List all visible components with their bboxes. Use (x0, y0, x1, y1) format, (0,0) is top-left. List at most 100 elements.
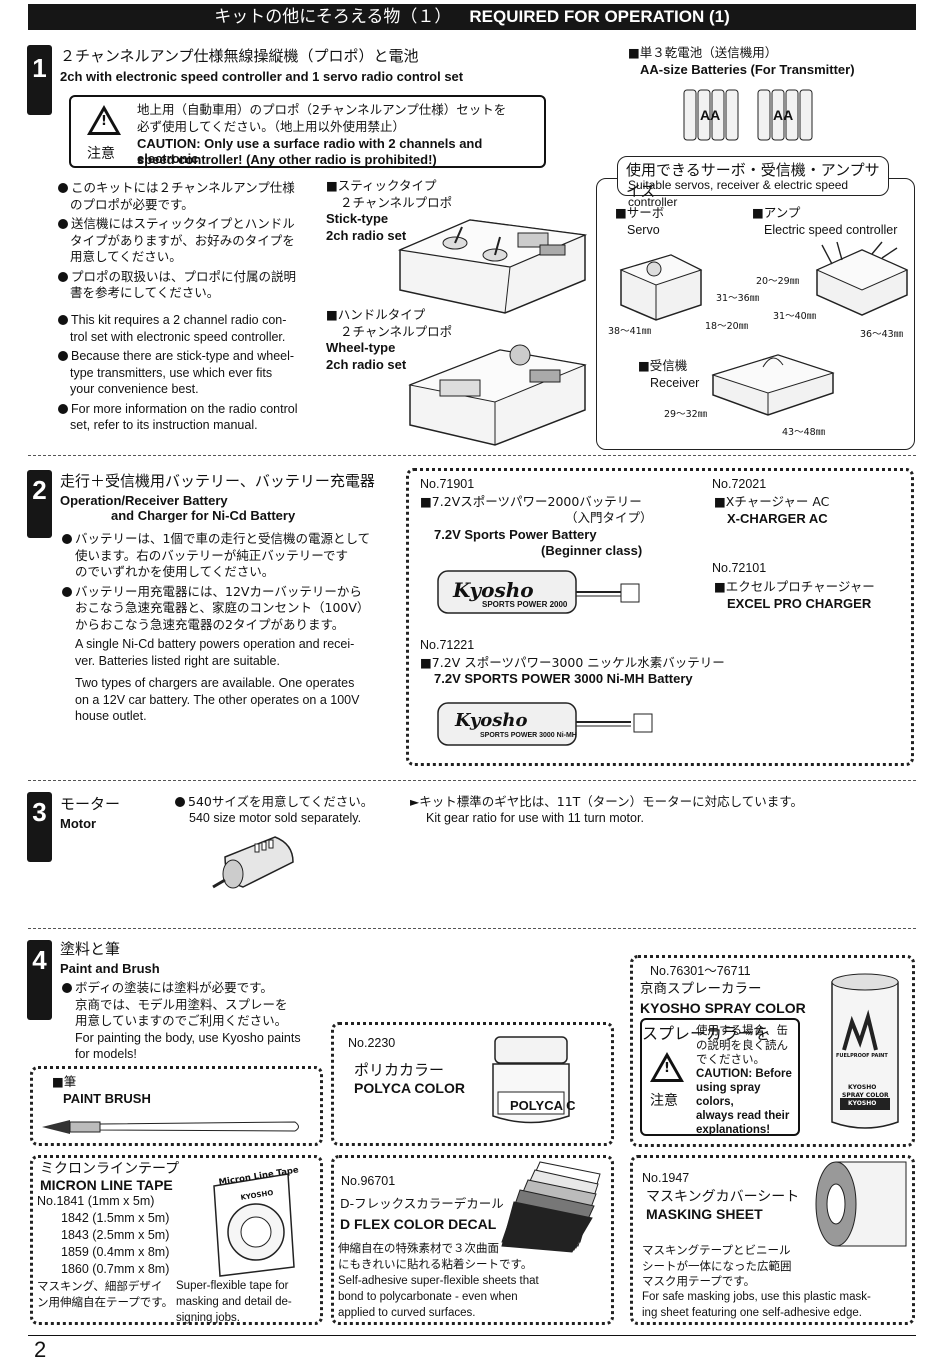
spray-can-label-2: KYOSHO (848, 1084, 877, 1091)
spray-can-illustration (831, 973, 899, 1129)
spray-caution-box: ! スプレーカラーを 注意 使用する場合、缶の説明を良く読んでください。 CAU… (640, 1018, 800, 1136)
brush-label-jp: ■筆 (52, 1074, 77, 1089)
mask-name-jp: マスキングカバーシート (646, 1189, 800, 1205)
section-3-title-en: Motor (60, 816, 97, 831)
decal-number: No.96701 (341, 1174, 396, 1188)
section-number-3: 3 (27, 792, 52, 862)
micron-tape-box (30, 1155, 323, 1325)
p2-name-jp: ■7.2V スポーツパワー3000 ニッケル水素バッテリー (420, 655, 725, 670)
decal-name-jp: D-フレックスカラーデカール (340, 1196, 504, 1211)
paint-brush-box (30, 1066, 323, 1146)
section-1-title-jp: ２チャンネルアンプ仕様無線操縦機（プロポ）と電池 (60, 47, 419, 65)
p1-name-jp: ■7.2Vスポーツパワー2000バッテリー (420, 494, 642, 509)
aa-battery-pack-1 (683, 89, 739, 141)
warning-icon: ! (650, 1052, 684, 1082)
spray-can-label-4: KYOSHO (848, 1100, 877, 1107)
aa-label-2: AA (773, 107, 794, 123)
polyca-color-box (331, 1022, 614, 1146)
micron-tape-illustration (213, 1173, 295, 1277)
section-number-1: 1 (27, 45, 52, 115)
page-number: 2 (34, 1337, 47, 1362)
polyca-jar-illustration (492, 1036, 570, 1124)
servo-illustration (619, 254, 703, 321)
s4-bullets: ボディの塗装には塗料が必要です。 京商では、モデル用塗料、スプレーを用意していま… (62, 980, 332, 1063)
s1-bullets-en: This kit requires a 2 channel radio con-… (58, 312, 328, 434)
s2-bullets-jp: バッテリーは、1個で車の走行と受信機の電源として使います。右のバッテリーが純正バ… (62, 531, 402, 633)
battery-products-box (406, 468, 914, 766)
polyca-name-jp: ポリカカラー (354, 1061, 445, 1079)
aa-label-1: AA (700, 107, 721, 123)
spray-can-label-1: FUELPROOF PAINT (836, 1053, 888, 1059)
tape-item-3: 1859 (0.4mm x 8m) (61, 1245, 170, 1259)
section-3-title-jp: モーター (60, 795, 121, 813)
spray-color-box (630, 955, 915, 1147)
stick-transmitter-illustration (397, 219, 588, 314)
section-4-title-en: Paint and Brush (60, 961, 160, 976)
c2-name-en: EXCEL PRO CHARGER (727, 596, 872, 611)
warning-icon: ! (87, 105, 121, 135)
section-4-title-jp: 塗料と筆 (60, 940, 121, 958)
p1-name-en: 7.2V Sports Power Battery (434, 527, 597, 542)
s3-bullet-jp: 540サイズを用意してください。 (175, 794, 373, 811)
tape-name-jp: ミクロンラインテープ (40, 1161, 180, 1177)
decal-name-en: D FLEX COLOR DECAL (340, 1216, 497, 1232)
tape-item-1: 1842 (1.5mm x 5m) (61, 1211, 170, 1225)
battery-3000-label-2: SPORTS POWER 3000 Ni-MH (480, 732, 577, 739)
decal-box (331, 1155, 614, 1325)
decal-desc-en: Self-adhesive super-flexible sheets that… (338, 1275, 539, 1319)
motor-illustration (212, 836, 294, 889)
s3-note-jp: ►キット標準のギヤ比は、11T（ターン）モーターに対応しています。 (410, 794, 804, 809)
mask-desc-jp: マスキングテープとビニールシートが一体になった広範囲マスク用テープです。 (642, 1243, 792, 1288)
paint-brush-illustration (42, 1120, 299, 1134)
c1-name-jp: ■Xチャージャー AC (714, 494, 830, 509)
s2-text-en: A single Ni-Cd battery powers operation … (75, 637, 360, 723)
caution-box: ! 注意 地上用（自動車用）のプロポ（2チャンネルアンプ仕様）セットを 必ず使用… (69, 95, 546, 168)
section-1-title-en: 2ch with electronic speed controller and… (60, 69, 464, 84)
tape-item-4: 1860 (0.7mm x 8m) (61, 1262, 170, 1276)
decal-sheets-illustration (501, 1161, 601, 1253)
mask-name-en: MASKING SHEET (646, 1206, 763, 1222)
s3-bullet-en: 540 size motor sold separately. (189, 811, 362, 825)
battery-2000-label-1: Kyosho (453, 578, 534, 602)
battery-2000-illustration (437, 570, 640, 614)
polyca-number: No.2230 (348, 1036, 396, 1050)
c1-number: No.72021 (712, 477, 767, 491)
spray-caution-label: 注意 (650, 1093, 678, 1109)
spray-name-jp: 京商スプレーカラー (640, 981, 762, 997)
divider-3 (28, 928, 916, 929)
dim-amp-d: 31〜40㎜ (773, 311, 817, 322)
polyca-name-en: POLYCA COLOR (354, 1080, 465, 1096)
mask-desc-en: For safe masking jobs, use this plastic … (642, 1291, 871, 1319)
component-sizes-title: 使用できるサーボ・受信機・アンプサイズ Suitable servos, rec… (617, 156, 889, 209)
p1-name-jp-2: （入門タイプ） (565, 510, 653, 525)
section-2-title-jp: 走行＋受信機用バッテリー、バッテリー充電器 (60, 472, 375, 490)
section-number-2: 2 (27, 470, 52, 538)
aa-batteries-label-en: AA-size Batteries (For Transmitter) (640, 62, 855, 77)
caution-label: 注意 (87, 146, 115, 162)
aa-battery-pack-2 (757, 89, 813, 141)
page-header: キットの他にそろえる物（１）REQUIRED FOR OPERATION (1) (28, 4, 916, 30)
mask-number: No.1947 (642, 1171, 690, 1185)
caution-text-en: CAUTION: Only use a surface radio with 2… (137, 136, 483, 166)
dim-amp-h: 20〜29㎜ (756, 276, 800, 287)
s3-note-en: Kit gear ratio for use with 11 turn moto… (426, 811, 644, 825)
tape-name-en: MICRON LINE TAPE (40, 1177, 173, 1193)
spray-can-label-3: SPRAY COLOR (842, 1092, 889, 1099)
masking-sheet-box (630, 1155, 915, 1325)
section-number-4: 4 (27, 940, 52, 1020)
spray-name-en: KYOSHO SPRAY COLOR (640, 1000, 806, 1016)
battery-2000-label-2: SPORTS POWER 2000 (482, 600, 568, 609)
c1-name-en: X-CHARGER AC (727, 511, 828, 526)
divider-1 (28, 455, 916, 456)
p2-name-en: 7.2V SPORTS POWER 3000 Ni-MH Battery (434, 671, 693, 686)
tape-item-2: 1843 (2.5mm x 5m) (61, 1228, 170, 1242)
receiver-illustration (711, 354, 835, 416)
spray-number: No.76301〜76711 (650, 964, 751, 978)
